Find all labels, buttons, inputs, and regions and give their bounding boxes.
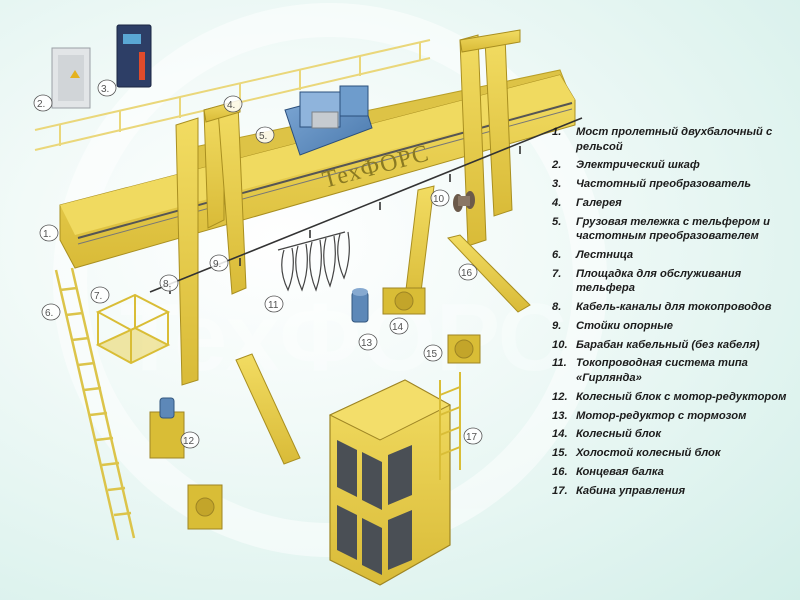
motor-reducer	[352, 288, 368, 322]
svg-text:16: 16	[461, 268, 473, 279]
svg-text:11: 11	[268, 300, 279, 311]
wheel-block-12a	[150, 398, 184, 458]
callout-8: 8.	[160, 275, 178, 291]
svg-text:9.: 9.	[213, 259, 221, 270]
callout-6: 6.	[42, 304, 60, 320]
legend-item: 10.Барабан кабельный (без кабеля)	[552, 338, 792, 353]
wheel-block-15	[448, 335, 480, 363]
svg-text:8.: 8.	[163, 279, 171, 290]
svg-text:12: 12	[183, 436, 195, 447]
frequency-converter	[117, 25, 151, 87]
festoon-system	[278, 232, 349, 290]
svg-text:14: 14	[392, 322, 404, 333]
svg-text:2.: 2.	[37, 99, 45, 110]
svg-text:6.: 6.	[45, 308, 53, 319]
svg-text:3.: 3.	[101, 84, 109, 95]
legend-item: 12.Колесный блок с мотор-редуктором	[552, 390, 792, 405]
legend-item: 16.Концевая балка	[552, 465, 792, 480]
legend-item: 4.Галерея	[552, 196, 792, 211]
callout-15: 15	[424, 345, 442, 361]
callout-4: 4.	[224, 96, 242, 112]
components-legend: 1.Мост пролетный двухбалочный с рельсой …	[552, 125, 792, 503]
legend-item: 2.Электрический шкаф	[552, 158, 792, 173]
callout-14: 14	[390, 318, 408, 334]
legend-item: 17.Кабина управления	[552, 484, 792, 499]
svg-text:4.: 4.	[227, 100, 235, 111]
legend-item: 11.Токопроводная система типа «Гирлянда»	[552, 356, 792, 385]
callout-5: 5.	[256, 127, 274, 143]
callout-13: 13	[359, 334, 377, 350]
callout-11: 11	[265, 296, 283, 312]
svg-text:7.: 7.	[94, 291, 102, 302]
callout-1: 1.	[40, 225, 58, 241]
legend-item: 13.Мотор-редуктор с тормозом	[552, 409, 792, 424]
callout-7: 7.	[91, 287, 109, 303]
callout-12: 12	[181, 432, 199, 448]
svg-text:10: 10	[433, 194, 445, 205]
svg-text:13: 13	[361, 338, 373, 349]
callout-16: 16	[459, 264, 477, 280]
callout-3: 3.	[98, 80, 116, 96]
callout-17: 17	[464, 428, 482, 444]
legend-item: 6.Лестница	[552, 248, 792, 263]
legend-item: 5.Грузовая тележка с тельфером и частотн…	[552, 215, 792, 244]
callout-10: 10	[431, 190, 449, 206]
legend-item: 9.Стойки опорные	[552, 319, 792, 334]
legend-item: 1.Мост пролетный двухбалочный с рельсой	[552, 125, 792, 154]
legend-item: 3.Частотный преобразователь	[552, 177, 792, 192]
svg-text:15: 15	[426, 349, 438, 360]
callout-2: 2.	[34, 95, 52, 111]
svg-text:5.: 5.	[259, 131, 267, 142]
operator-cabin	[330, 372, 460, 585]
legend-item: 8.Кабель-каналы для токопроводов	[552, 300, 792, 315]
svg-text:17: 17	[466, 432, 478, 443]
wheel-block-14	[383, 288, 425, 314]
wheel-block-12b	[188, 485, 222, 529]
legend-item: 15.Холостой колесный блок	[552, 446, 792, 461]
legend-item: 7.Площадка для обслуживания тельфера	[552, 267, 792, 296]
svg-text:1.: 1.	[43, 229, 51, 240]
callout-9: 9.	[210, 255, 228, 271]
electrical-cabinet	[52, 48, 90, 108]
legend-item: 14.Колесный блок	[552, 427, 792, 442]
